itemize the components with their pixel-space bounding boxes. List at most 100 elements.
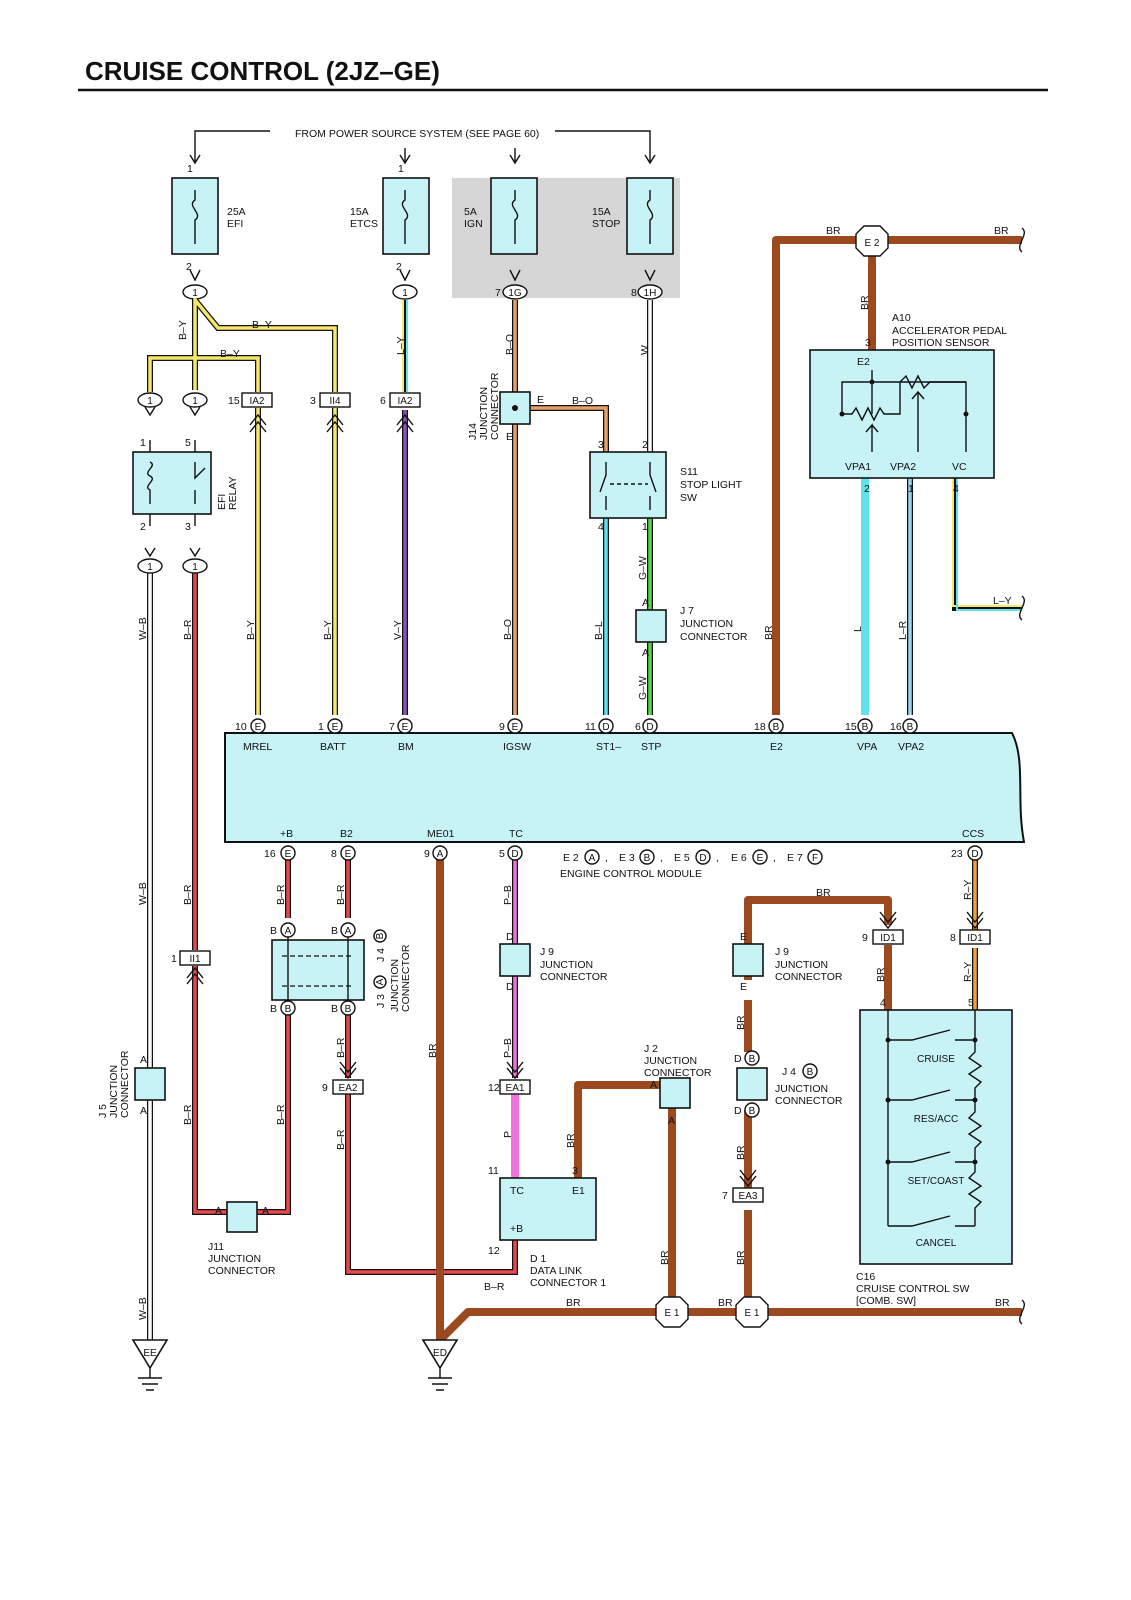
svg-text:CONNECTOR: CONNECTOR bbox=[644, 1067, 712, 1079]
svg-text:BR: BR bbox=[735, 1145, 747, 1160]
svg-text:II4: II4 bbox=[329, 396, 341, 407]
svg-text:,: , bbox=[660, 852, 663, 864]
svg-text:E: E bbox=[506, 431, 513, 443]
svg-text:E: E bbox=[740, 931, 747, 943]
inline-connector-ea3: EA3 7 bbox=[722, 1169, 764, 1203]
svg-text:BR: BR bbox=[763, 625, 775, 640]
svg-text:CONNECTOR: CONNECTOR bbox=[119, 1050, 131, 1118]
svg-text:B–Y: B–Y bbox=[322, 620, 334, 640]
svg-text:G–W: G–W bbox=[637, 676, 649, 700]
svg-text:IGSW: IGSW bbox=[503, 741, 531, 753]
svg-text:4: 4 bbox=[598, 521, 604, 533]
svg-text:D: D bbox=[734, 1105, 742, 1117]
j5-junction-connector: A A J 5 JUNCTION CONNECTOR bbox=[97, 1050, 166, 1118]
svg-text:TC: TC bbox=[509, 828, 523, 840]
svg-text:CANCEL: CANCEL bbox=[916, 1238, 957, 1249]
svg-text:18: 18 bbox=[754, 721, 766, 733]
svg-text:BR: BR bbox=[735, 1250, 747, 1265]
svg-text:2: 2 bbox=[864, 483, 870, 495]
j4-junction-connector: B D B D J 4 B JUNCTION CONNECTOR bbox=[734, 1050, 843, 1118]
splice-e2: E 2 bbox=[855, 225, 889, 257]
svg-text:EFI: EFI bbox=[216, 494, 228, 510]
svg-text:BM: BM bbox=[398, 741, 414, 753]
svg-text:11: 11 bbox=[488, 1165, 499, 1177]
svg-text:1: 1 bbox=[192, 562, 198, 573]
svg-text:A: A bbox=[668, 1115, 675, 1127]
svg-text:6: 6 bbox=[380, 395, 386, 407]
svg-text:1G: 1G bbox=[508, 288, 522, 299]
svg-text:A: A bbox=[140, 1105, 147, 1117]
svg-text:SET/COAST: SET/COAST bbox=[908, 1176, 965, 1187]
svg-text:E 3: E 3 bbox=[619, 852, 635, 864]
svg-text:MREL: MREL bbox=[243, 741, 272, 753]
svg-text:5: 5 bbox=[185, 437, 191, 449]
inline-connector-ea1: EA1 12 bbox=[488, 1061, 531, 1095]
svg-text:B: B bbox=[862, 722, 869, 733]
svg-text:P–B: P–B bbox=[502, 885, 514, 905]
page-title: CRUISE CONTROL (2JZ–GE) bbox=[85, 56, 440, 86]
svg-text:STP: STP bbox=[641, 741, 661, 753]
svg-text:BATT: BATT bbox=[320, 741, 347, 753]
svg-text:STOP: STOP bbox=[592, 218, 620, 230]
inline-connector-ea2: EA2 9 bbox=[322, 1061, 364, 1095]
inline-connectors-top: IA2 15 II4 3 IA2 6 bbox=[228, 392, 421, 433]
svg-text:B–O: B–O bbox=[502, 619, 514, 640]
svg-text:B: B bbox=[331, 925, 338, 937]
svg-text:BR: BR bbox=[995, 1297, 1010, 1309]
svg-text:II1: II1 bbox=[189, 954, 201, 965]
svg-text:,: , bbox=[605, 852, 608, 864]
svg-text:CONNECTOR 1: CONNECTOR 1 bbox=[530, 1277, 606, 1289]
svg-text:B–Y: B–Y bbox=[220, 348, 240, 360]
ecm-bottom-terminals: +B E 16 B2 E 8 ME01 A 9 TC D 5 CCS D 23 bbox=[264, 828, 984, 861]
svg-text:V–Y: V–Y bbox=[392, 620, 404, 640]
svg-text:J 9: J 9 bbox=[775, 946, 789, 958]
svg-text:B: B bbox=[285, 1004, 292, 1015]
svg-text:L: L bbox=[852, 626, 864, 632]
svg-text:L–Y: L–Y bbox=[395, 336, 407, 355]
svg-text:BR: BR bbox=[659, 1250, 671, 1265]
j11-junction-connector: A A J11 JUNCTION CONNECTOR bbox=[208, 1201, 276, 1277]
svg-text:A: A bbox=[215, 1205, 222, 1217]
svg-text:E: E bbox=[345, 849, 352, 860]
svg-text:E: E bbox=[512, 722, 519, 733]
svg-text:15A: 15A bbox=[592, 206, 611, 218]
svg-text:A: A bbox=[262, 1205, 269, 1217]
j9-right-junction-connector: E E J 9 JUNCTION CONNECTOR bbox=[732, 931, 843, 993]
svg-text:BR: BR bbox=[427, 1043, 439, 1058]
svg-text:SW: SW bbox=[680, 492, 697, 504]
svg-text:1: 1 bbox=[140, 437, 146, 449]
svg-text:E: E bbox=[255, 722, 262, 733]
svg-text:15A: 15A bbox=[350, 206, 369, 218]
svg-text:,: , bbox=[773, 852, 776, 864]
svg-text:EFI: EFI bbox=[227, 218, 243, 230]
s11-stop-light-switch: 3 2 4 1 S11 STOP LIGHT SW bbox=[589, 439, 743, 533]
j7-junction-connector: A A J 7 JUNCTION CONNECTOR bbox=[635, 597, 748, 659]
svg-text:L–Y: L–Y bbox=[993, 595, 1012, 607]
svg-text:R–Y: R–Y bbox=[962, 880, 974, 900]
svg-text:CONNECTOR: CONNECTOR bbox=[775, 971, 843, 983]
svg-text:L–R: L–R bbox=[897, 620, 909, 640]
svg-text:JUNCTION: JUNCTION bbox=[208, 1253, 261, 1265]
svg-text:BR: BR bbox=[859, 295, 871, 310]
svg-text:POSITION SENSOR: POSITION SENSOR bbox=[892, 337, 990, 349]
svg-text:3: 3 bbox=[185, 521, 191, 533]
svg-text:J 4: J 4 bbox=[375, 948, 387, 962]
svg-text:JUNCTION: JUNCTION bbox=[775, 959, 828, 971]
ground-ed: ED bbox=[421, 1339, 459, 1391]
svg-text:B–O: B–O bbox=[504, 334, 516, 355]
svg-text:1: 1 bbox=[402, 288, 408, 299]
svg-text:B–Y: B–Y bbox=[177, 320, 189, 340]
svg-text:1: 1 bbox=[398, 163, 404, 175]
svg-text:B: B bbox=[907, 722, 914, 733]
svg-text:CONNECTOR: CONNECTOR bbox=[540, 971, 608, 983]
svg-text:IA2: IA2 bbox=[249, 396, 264, 407]
svg-text:VPA2: VPA2 bbox=[898, 741, 924, 753]
svg-text:D: D bbox=[734, 1053, 742, 1065]
svg-text:CONNECTOR: CONNECTOR bbox=[489, 372, 501, 440]
svg-text:E 1: E 1 bbox=[664, 1308, 679, 1319]
engine-control-module bbox=[224, 732, 1026, 843]
svg-text:1: 1 bbox=[171, 953, 177, 965]
svg-text:CCS: CCS bbox=[962, 828, 984, 840]
power-source-bracket: FROM POWER SOURCE SYSTEM (SEE PAGE 60) bbox=[189, 128, 656, 165]
